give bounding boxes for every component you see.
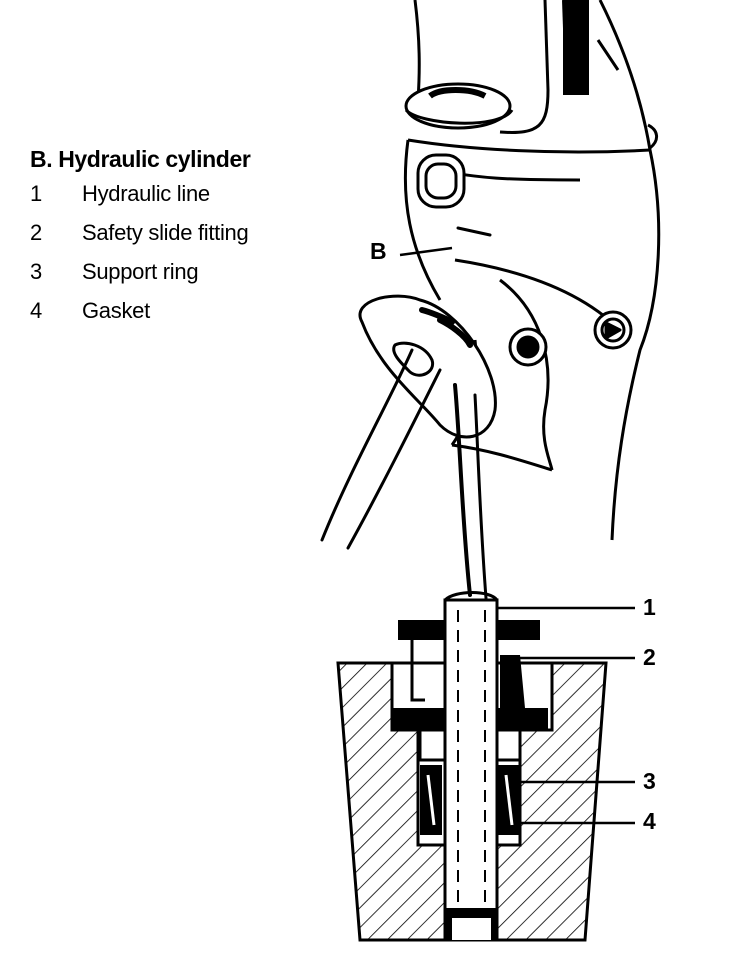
legend-item-1: 1 Hydraulic line [30,181,250,220]
leader-lines [399,246,635,825]
legend-item-label: Hydraulic line [82,181,210,206]
callout-3: 3 [643,768,656,794]
upper-housing [403,0,661,541]
legend-item-2: 2 Safety slide fitting [30,220,250,259]
legend-item-number: 3 [30,259,42,284]
callout-1: 1 [643,594,656,620]
legend-item-number: 1 [30,181,42,206]
callout-4: 4 [643,808,656,834]
legend-item-label: Safety slide fitting [82,220,249,245]
callout-b: B [370,238,387,264]
legend-item-4: 4 Gasket [30,298,250,337]
legend: B. Hydraulic cylinder 1 Hydraulic line 2… [30,146,251,337]
section-view [336,591,608,942]
upper-fitting [320,226,497,600]
legend-item-3: 3 Support ring [30,259,250,298]
legend-item-label: Support ring [82,259,199,284]
callout-2: 2 [643,644,656,670]
legend-item-number: 2 [30,220,42,245]
legend-item-number: 4 [30,298,42,323]
leader-b [399,246,453,257]
legend-title: B. Hydraulic cylinder [30,146,251,172]
legend-item-label: Gasket [82,298,150,323]
